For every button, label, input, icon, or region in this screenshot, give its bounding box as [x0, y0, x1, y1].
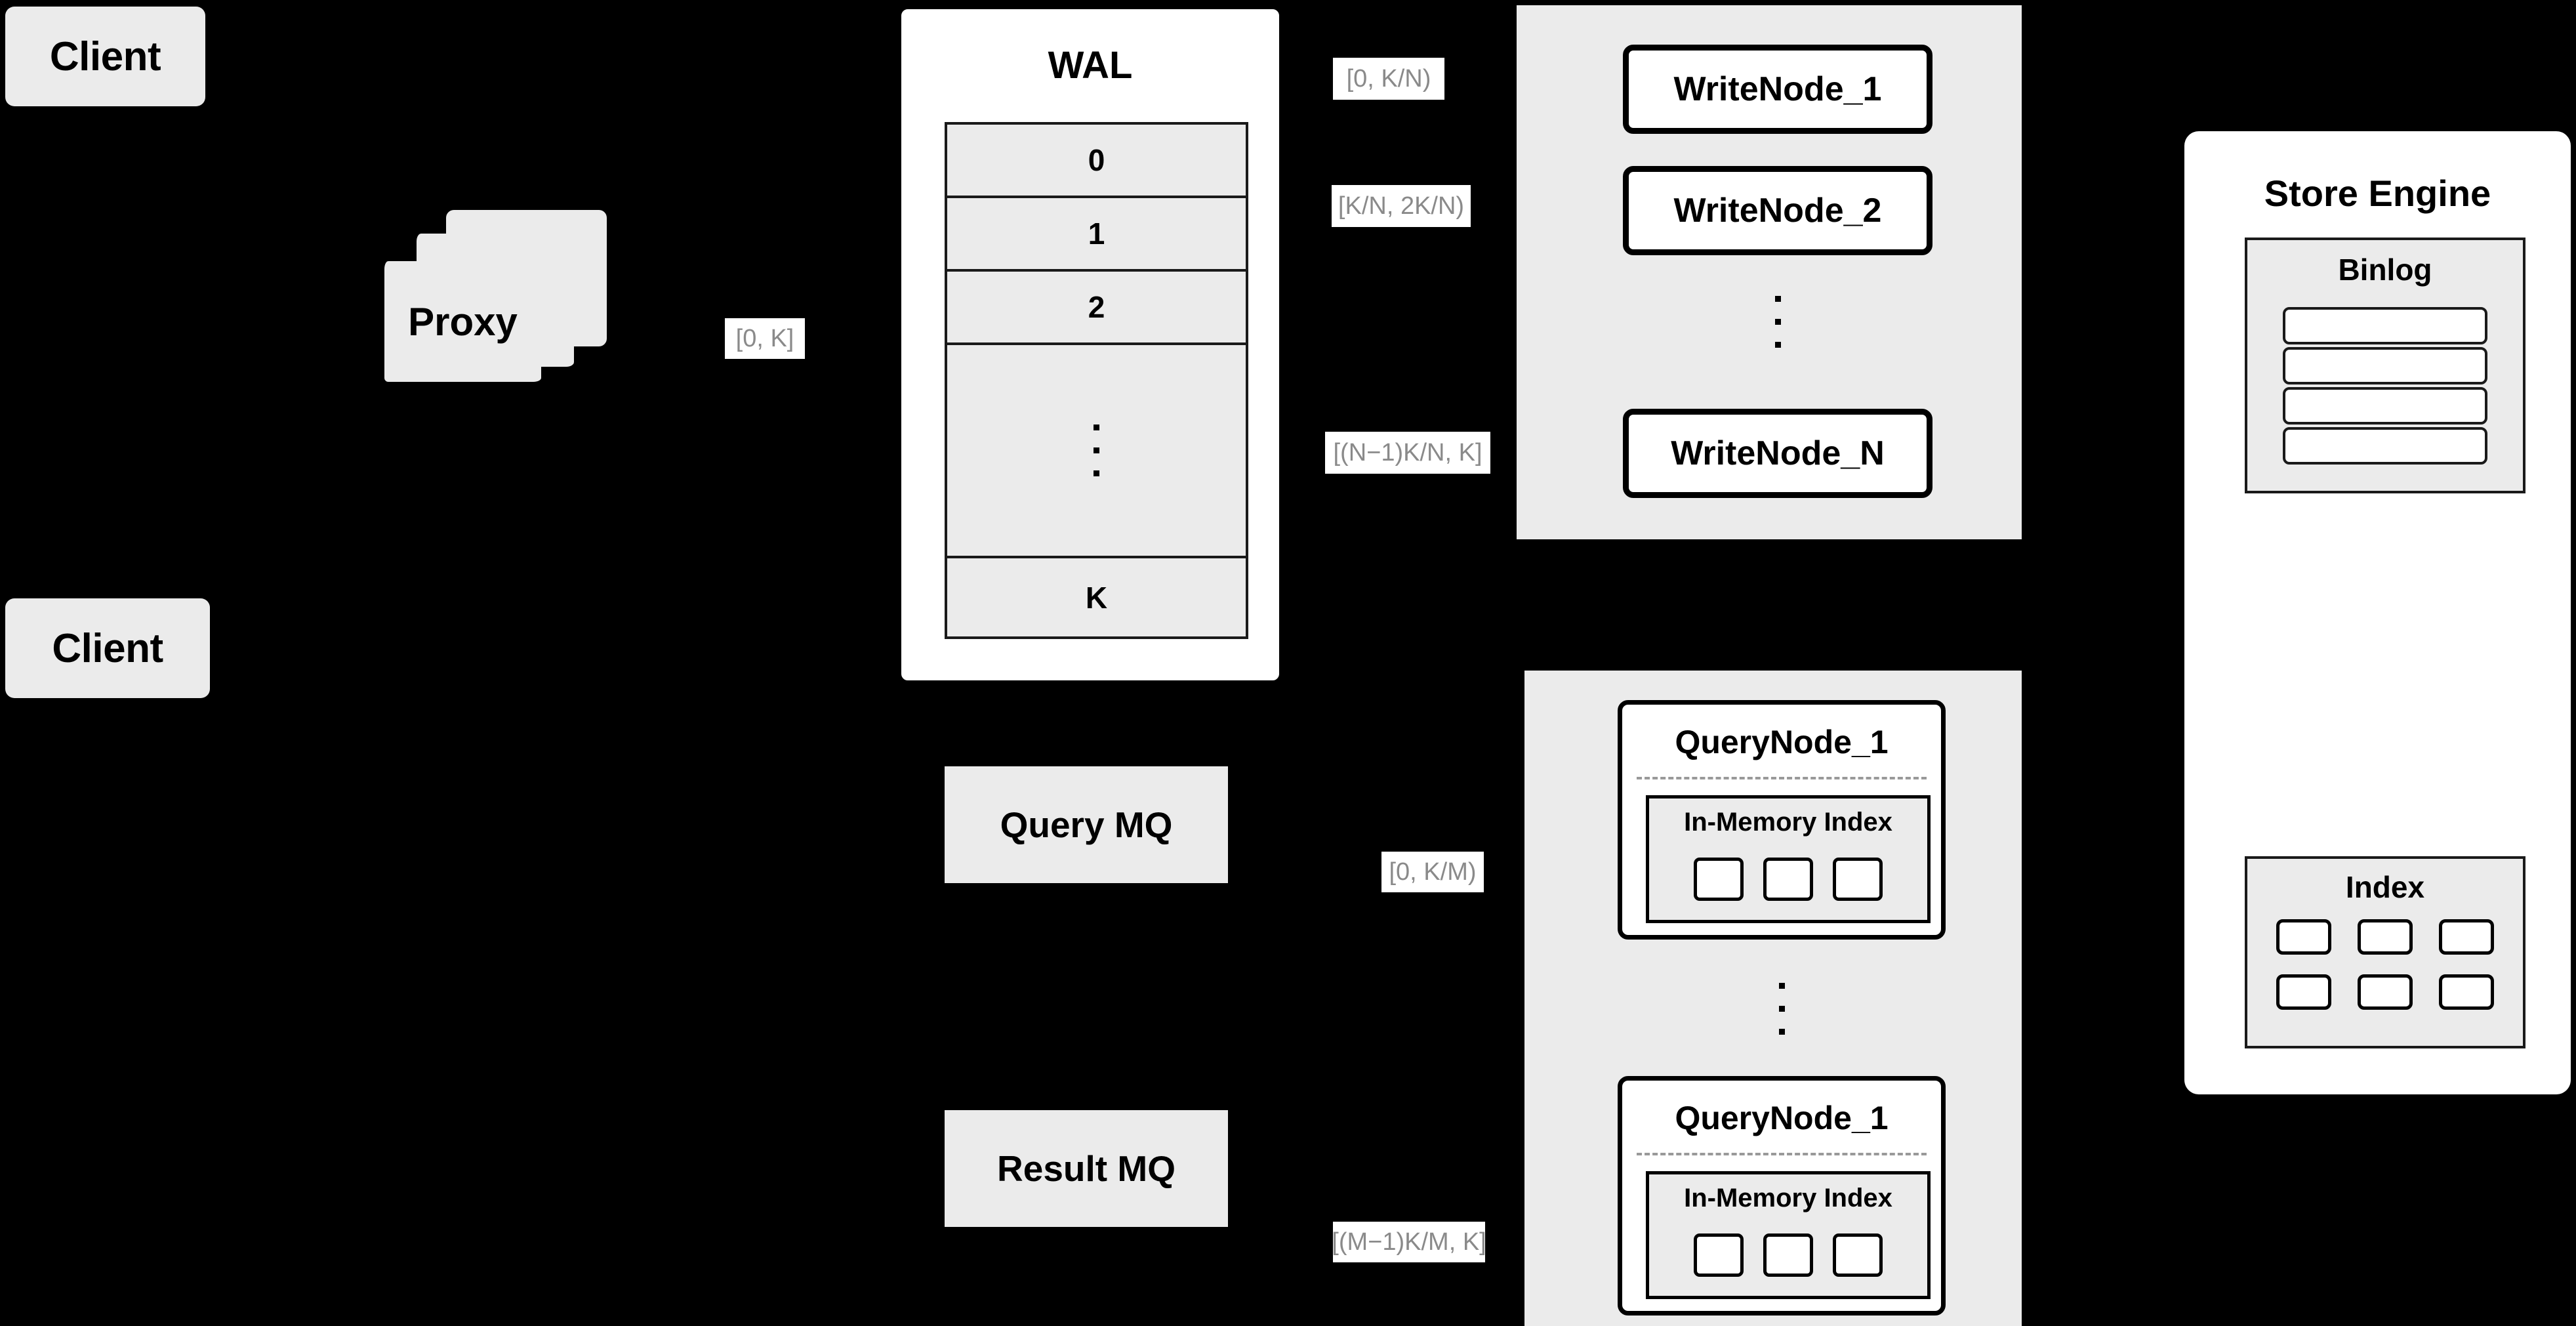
index-cell	[1694, 1233, 1744, 1277]
index-cell	[2276, 974, 2331, 1010]
index-cell	[1763, 858, 1813, 901]
range-tag-writenode-1: [0, K/N)	[1333, 58, 1444, 100]
write-node-label: WriteNode_1	[1673, 70, 1882, 108]
write-node-label: WriteNode_2	[1673, 192, 1882, 230]
binlog-rows	[2283, 307, 2487, 465]
wal-title: WAL	[1048, 44, 1133, 87]
wal-row: K	[947, 558, 1246, 636]
query-node-label: QueryNode_1	[1675, 724, 1889, 760]
in-memory-index-box: In-Memory Index	[1646, 795, 1931, 923]
wal-row: 2	[947, 272, 1246, 345]
binlog-row	[2283, 307, 2487, 344]
wal-row: 0	[947, 125, 1246, 198]
range-tag-text: [0, K/M)	[1389, 858, 1477, 886]
range-tag-querynode-m: [(M−1)K/M, K]	[1332, 1222, 1486, 1262]
store-engine-panel: Store Engine Binlog Index	[2184, 131, 2571, 1094]
index-cell	[1763, 1233, 1813, 1277]
in-memory-index-cells	[1649, 1233, 1927, 1277]
query-node-divider	[1637, 1153, 1927, 1155]
range-tag-writenode-2: [K/N, 2K/N)	[1332, 185, 1471, 227]
binlog-title: Binlog	[2338, 253, 2432, 287]
index-cell	[2439, 919, 2494, 955]
query-mq-box[interactable]: Query MQ	[945, 766, 1228, 883]
query-node-label: QueryNode_1	[1675, 1100, 1889, 1136]
index-cell	[2358, 974, 2413, 1010]
wal-row-label: 0	[1088, 143, 1105, 177]
wal-row-label: 1	[1088, 217, 1105, 251]
in-memory-index-label: In-Memory Index	[1684, 808, 1892, 837]
in-memory-index-cells	[1649, 858, 1927, 901]
proxy-card-front[interactable]: Proxy	[380, 261, 541, 386]
index-cell	[2276, 919, 2331, 955]
client-box-bottom[interactable]: Client	[5, 598, 210, 698]
result-mq-label: Result MQ	[997, 1148, 1176, 1189]
range-tag-writenode-n: [(N−1)K/N, K]	[1325, 432, 1490, 474]
index-title: Index	[2345, 870, 2425, 904]
write-node-vertical-ellipsis-icon	[1749, 276, 1807, 367]
wal-row: 1	[947, 198, 1246, 272]
binlog-row	[2283, 427, 2487, 465]
query-node-divider	[1637, 777, 1927, 779]
binlog-box: Binlog	[2245, 238, 2525, 493]
write-node-label: WriteNode_N	[1671, 434, 1885, 472]
range-tag-proxy-to-wal: [0, K]	[725, 318, 805, 359]
result-mq-box[interactable]: Result MQ	[945, 1110, 1228, 1227]
wal-row-label: K	[1085, 580, 1108, 615]
query-node-cluster-panel: QueryNode_1 In-Memory Index QueryNode_1 …	[1524, 671, 2022, 1326]
query-node-vertical-ellipsis-icon	[1753, 959, 1810, 1058]
wal-panel: WAL 0 1 2 K	[897, 5, 1283, 684]
binlog-row	[2283, 347, 2487, 384]
index-cell	[1833, 858, 1883, 901]
query-node-1[interactable]: QueryNode_1 In-Memory Index	[1618, 700, 1946, 940]
write-node-n[interactable]: WriteNode_N	[1623, 409, 1932, 498]
wal-row-ellipsis	[947, 345, 1246, 558]
write-node-1[interactable]: WriteNode_1	[1623, 45, 1932, 134]
vertical-ellipsis-icon	[1094, 425, 1099, 476]
range-tag-text: [(N−1)K/N, K]	[1333, 439, 1482, 466]
query-mq-label: Query MQ	[1000, 804, 1173, 845]
write-node-2[interactable]: WriteNode_2	[1623, 166, 1932, 255]
client-label: Client	[49, 33, 161, 79]
store-engine-title: Store Engine	[2264, 173, 2491, 214]
index-cell	[2358, 919, 2413, 955]
range-tag-text: [0, K]	[735, 325, 794, 352]
range-tag-text: [0, K/N)	[1346, 65, 1431, 93]
write-node-cluster-panel: WriteNode_1 WriteNode_2 WriteNode_N	[1517, 5, 2022, 539]
in-memory-index-label: In-Memory Index	[1684, 1184, 1892, 1212]
index-cell	[1694, 858, 1744, 901]
proxy-label: Proxy	[408, 299, 518, 344]
index-box: Index	[2245, 856, 2525, 1048]
range-tag-text: [K/N, 2K/N)	[1338, 192, 1465, 220]
client-label: Client	[52, 625, 163, 671]
proxy-stack[interactable]: Proxy	[380, 210, 676, 433]
range-tag-querynode-1: [0, K/M)	[1381, 852, 1484, 892]
client-box-top[interactable]: Client	[5, 7, 205, 106]
index-cell	[1833, 1233, 1883, 1277]
index-grid	[2276, 919, 2494, 1010]
query-node-m[interactable]: QueryNode_1 In-Memory Index	[1618, 1076, 1946, 1316]
in-memory-index-box: In-Memory Index	[1646, 1171, 1931, 1299]
index-cell	[2439, 974, 2494, 1010]
range-tag-text: [(M−1)K/M, K]	[1332, 1228, 1486, 1256]
binlog-row	[2283, 387, 2487, 425]
wal-table: 0 1 2 K	[945, 122, 1248, 639]
wal-row-label: 2	[1088, 290, 1105, 324]
